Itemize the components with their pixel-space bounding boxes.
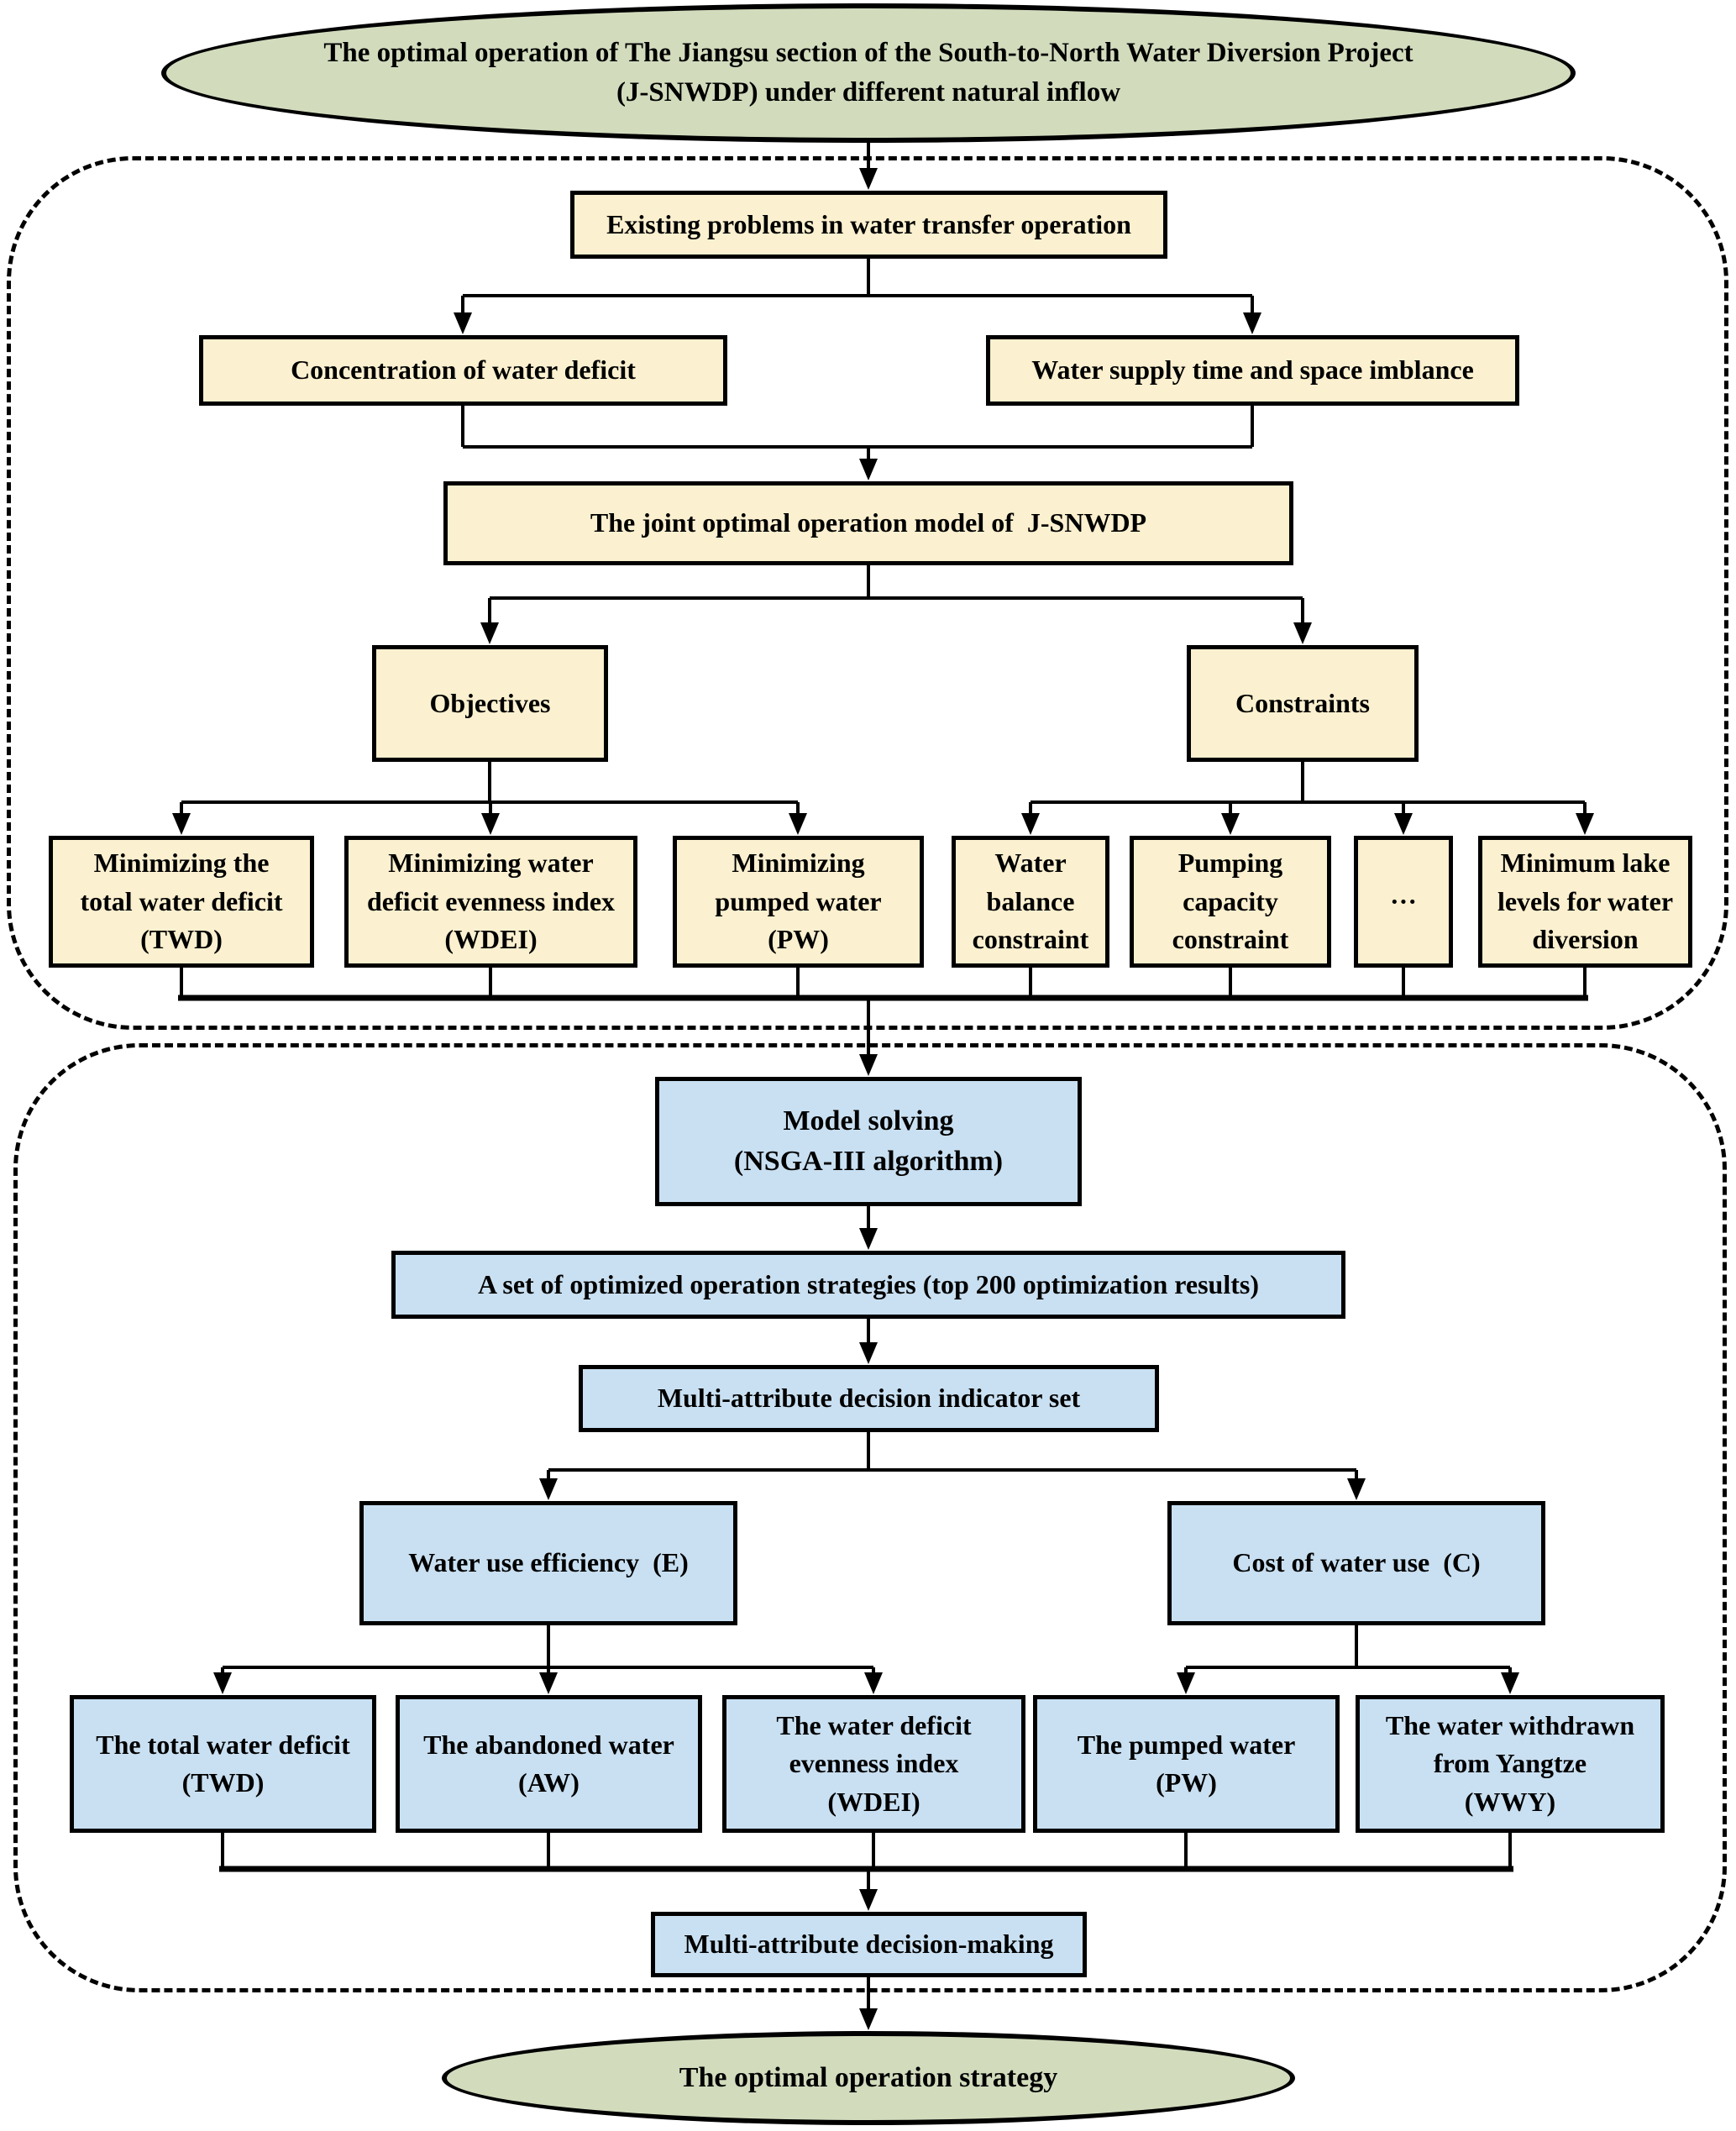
existing-problems-node: Existing problems in water transfer oper… <box>570 191 1167 259</box>
madm-node: Multi-attribute decision-making <box>651 1912 1087 1977</box>
water-balance-node: Water balance constraint <box>952 836 1109 968</box>
aw-node: The abandoned water (AW) <box>396 1695 702 1833</box>
concentration-node: Concentration of water deficit <box>199 335 727 406</box>
ellipsis-node: ··· <box>1354 836 1453 968</box>
pumping-capacity-node: Pumping capacity constraint <box>1130 836 1331 968</box>
model-solving-node: Model solving (NSGA-III algorithm) <box>655 1077 1082 1206</box>
joint-model-node: The joint optimal operation model of J-S… <box>443 481 1293 565</box>
start-ellipse: The optimal operation of The Jiangsu sec… <box>161 3 1576 143</box>
wdei-node: The water deficit evenness index (WDEI) <box>722 1695 1025 1833</box>
min-twd-node: Minimizing the total water deficit (TWD) <box>49 836 314 968</box>
wwy-node: The water withdrawn from Yangtze (WWY) <box>1356 1695 1665 1833</box>
efficiency-node: Water use efficiency (E) <box>359 1501 737 1625</box>
objectives-node: Objectives <box>372 645 608 762</box>
min-lake-node: Minimum lake levels for water diversion <box>1478 836 1692 968</box>
min-pw-node: Minimizing pumped water (PW) <box>673 836 924 968</box>
cost-node: Cost of water use (C) <box>1167 1501 1545 1625</box>
constraints-node: Constraints <box>1187 645 1419 762</box>
pw-node: The pumped water (PW) <box>1033 1695 1340 1833</box>
strategies-node: A set of optimized operation strategies … <box>391 1251 1345 1319</box>
min-wdei-node: Minimizing water deficit evenness index … <box>344 836 637 968</box>
water-supply-node: Water supply time and space imblance <box>986 335 1519 406</box>
end-ellipse: The optimal operation strategy <box>442 2031 1295 2125</box>
indicator-set-node: Multi-attribute decision indicator set <box>579 1365 1159 1432</box>
twd-node: The total water deficit (TWD) <box>70 1695 376 1833</box>
